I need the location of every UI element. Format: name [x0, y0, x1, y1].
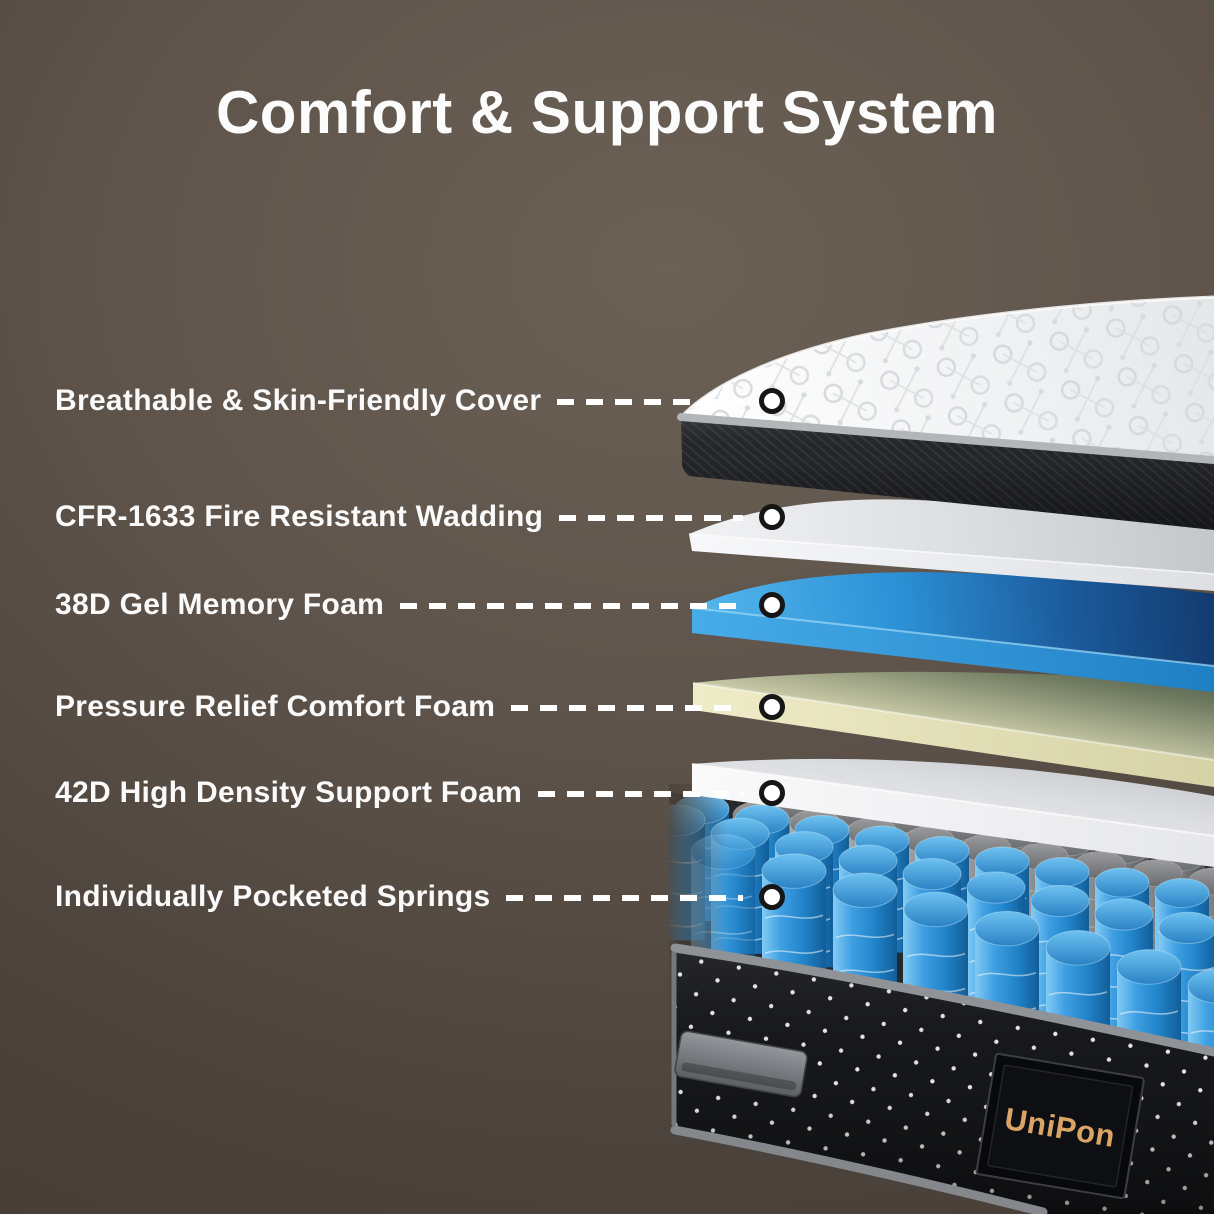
callout-label: 42D High Density Support Foam	[55, 776, 523, 809]
callout-marker-dot	[759, 388, 785, 414]
callout-marker-dot	[759, 504, 785, 530]
callout-label: CFR-1633 Fire Resistant Wadding	[55, 500, 544, 533]
callout-label: Individually Pocketed Springs	[55, 880, 491, 913]
callout-label: 38D Gel Memory Foam	[55, 588, 385, 621]
base-bottom-piping	[670, 1125, 1048, 1214]
callout-row: CFR-1633 Fire Resistant Wadding	[55, 496, 751, 538]
callout-marker-dot	[759, 780, 785, 806]
callout-dash-line	[557, 399, 743, 405]
callout-marker-dot	[759, 592, 785, 618]
support-foam-layer	[691, 758, 1214, 867]
callout-dash-line	[511, 705, 743, 711]
callout-dash-line	[559, 515, 743, 521]
mattress-illustration: UniPon	[646, 264, 1214, 1214]
callout-row: 42D High Density Support Foam	[55, 772, 751, 814]
base-top-piping	[670, 943, 1214, 1057]
callout-marker-dot	[759, 694, 785, 720]
gel-foam-layer	[691, 572, 1214, 692]
callout-dash-line	[506, 895, 743, 901]
callout-dash-line	[538, 791, 743, 797]
callout-row: 38D Gel Memory Foam	[55, 584, 751, 626]
brand-label-plate: UniPon	[975, 1052, 1145, 1200]
callout-row: Breathable & Skin-Friendly Cover	[55, 380, 751, 422]
base-foundation: UniPon	[670, 943, 1214, 1214]
mattress-cutaway-svg: UniPon	[646, 295, 1214, 1214]
callout-dash-line	[400, 603, 743, 609]
wadding-layer	[688, 499, 1214, 591]
callout-label: Pressure Relief Comfort Foam	[55, 690, 496, 723]
callout-marker-dot	[759, 884, 785, 910]
callout-row: Pressure Relief Comfort Foam	[55, 686, 751, 728]
cover-layer	[677, 295, 1214, 530]
cover-piping	[677, 413, 1214, 464]
mattress-handle	[674, 1030, 808, 1098]
page-title: Comfort & Support System	[215, 79, 999, 146]
callout-label: Breathable & Skin-Friendly Cover	[55, 384, 542, 417]
callout-row: Individually Pocketed Springs	[55, 876, 751, 918]
